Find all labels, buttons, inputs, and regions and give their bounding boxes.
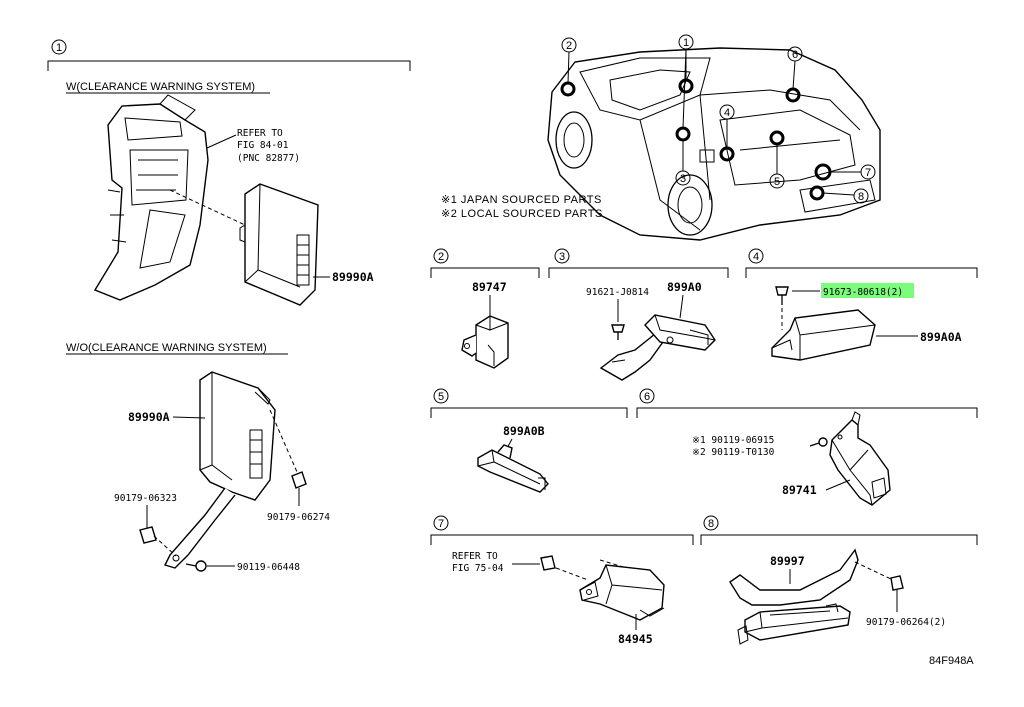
bolt-90119-06448: [185, 560, 207, 572]
section-bracket: [47, 60, 411, 71]
section-1: 1 W(CLEARANCE WARNING SYSTEM) REFER TO F…: [47, 39, 411, 573]
part-84945: 84945: [618, 632, 653, 646]
section-6: 6 ※1 90119-06915 ※2 90119-T0130 89741: [636, 388, 978, 506]
section-bracket: [430, 534, 694, 545]
refer-fig-label: FIG 84-01: [237, 140, 289, 151]
refer-fig-label-7: FIG 75-04: [452, 563, 504, 574]
clip-nut-90179-06323: [139, 526, 157, 544]
without-clearance-label: W/O(CLEARANCE WARNING SYSTEM): [66, 342, 267, 354]
part-89747: 89747: [472, 280, 507, 294]
part-90179-06264: 90179-06264(2): [866, 617, 946, 628]
module-899A0A-illustration: [771, 309, 876, 361]
part-89741: 89741: [782, 483, 817, 497]
section-bracket: [636, 407, 978, 418]
sensor-899A0B-illustration: [477, 444, 549, 493]
refer-pnc-label: (PNC 82877): [237, 153, 300, 164]
part-899A0A: 899A0A: [920, 330, 962, 344]
leader: [206, 134, 237, 149]
callout-6: 6: [787, 46, 803, 90]
section-5: 5 899A0B: [430, 388, 628, 493]
highlight-91673: [821, 283, 914, 298]
ecu-module-wo-illustration: [164, 371, 276, 569]
svg-text:3: 3: [680, 173, 686, 185]
module-89997-illustration: [729, 548, 859, 645]
callout-2: 2: [561, 37, 577, 84]
part-899A0: 899A0: [667, 280, 702, 294]
bolt-90119-06915: [809, 437, 828, 447]
section-number: 1: [56, 42, 62, 54]
leader: [172, 416, 206, 419]
callout-3: 3: [675, 140, 691, 186]
section-bracket: [700, 534, 978, 545]
ecu-bracket-illustration: [93, 94, 209, 301]
svg-text:1: 1: [683, 37, 689, 49]
svg-text:6: 6: [792, 49, 798, 61]
section-7: 7 REFER TO FIG 75-04 84945: [430, 515, 694, 646]
section-bracket: [548, 267, 729, 278]
ecu-module-illustration: [239, 183, 319, 306]
svg-text:2: 2: [566, 40, 572, 52]
section-3: 3 91621-J0814 899A0: [548, 248, 729, 381]
refer-to-label: REFER TO: [237, 128, 283, 139]
part-90179-06323: 90179-06323: [114, 493, 177, 504]
section-number: 6: [644, 391, 650, 403]
part-89990A-without: 89990A: [128, 410, 170, 424]
section-bracket: [430, 407, 628, 418]
callout-7: 7: [830, 164, 876, 180]
svg-text:7: 7: [865, 167, 871, 179]
section-number: 4: [753, 251, 759, 263]
clip-nut-90179-06264: [890, 575, 904, 591]
part-90119-06915: ※1 90119-06915: [692, 435, 774, 446]
part-90179-06274: 90179-06274: [267, 512, 330, 523]
callout-1: 1: [678, 34, 694, 129]
note-japan-sourced: ※1 JAPAN SOURCED PARTS: [441, 194, 602, 206]
svg-text:4: 4: [724, 107, 730, 119]
section-2: 2 89747: [430, 248, 540, 369]
section-number: 2: [438, 251, 444, 263]
svg-text:5: 5: [774, 176, 780, 188]
note-local-sourced: ※2 LOCAL SOURCED PARTS: [441, 208, 603, 220]
clip-nut-84945: [540, 555, 556, 571]
sensor-89747-illustration: [461, 315, 509, 369]
callout-8: 8: [822, 188, 869, 204]
leader-dashed: [555, 567, 589, 581]
refer-to-label-7: REFER TO: [452, 551, 498, 562]
callout-5: 5: [769, 144, 785, 189]
section-number: 5: [438, 391, 444, 403]
vehicle-overview: 1 2 3 4 5 6 7: [441, 34, 881, 241]
part-89990A-with: 89990A: [332, 270, 374, 284]
section-number: 8: [708, 518, 714, 530]
with-clearance-label: W(CLEARANCE WARNING SYSTEM): [66, 81, 255, 93]
part-91621-J0814: 91621-J0814: [586, 287, 649, 298]
section-number: 3: [559, 251, 565, 263]
callout-4: 4: [719, 104, 735, 148]
leader: [825, 479, 851, 491]
part-89997: 89997: [770, 554, 805, 568]
sensor-899A0-illustration: [599, 314, 716, 381]
bolt-91673: [775, 286, 789, 305]
module-89741-illustration: [829, 411, 891, 506]
car-illustration: [547, 47, 881, 241]
switch-84945-illustration: [579, 564, 665, 621]
leader-dashed: [269, 409, 298, 473]
svg-text:8: 8: [858, 191, 864, 203]
part-91673-80618: 91673-80618(2): [823, 287, 903, 298]
bolt-91621: [611, 324, 625, 340]
section-number: 7: [438, 518, 444, 530]
part-899A0B: 899A0B: [503, 424, 545, 438]
leader-dashed: [153, 535, 177, 557]
section-bracket: [430, 267, 540, 278]
figure-code: 84F948A: [929, 655, 974, 667]
section-number-circle: [51, 39, 67, 55]
leader: [679, 294, 684, 319]
section-bracket: [745, 267, 978, 278]
section-4: 4 91673-80618(2) 899A0A: [745, 248, 978, 361]
part-90119-T0130: ※2 90119-T0130: [692, 447, 775, 458]
clip-nut-90179-06274: [291, 471, 307, 489]
section-8: 8 89997 90179-06264(2): [700, 515, 978, 645]
part-90119-06448: 90119-06448: [237, 562, 300, 573]
leader-dashed: [854, 561, 894, 581]
